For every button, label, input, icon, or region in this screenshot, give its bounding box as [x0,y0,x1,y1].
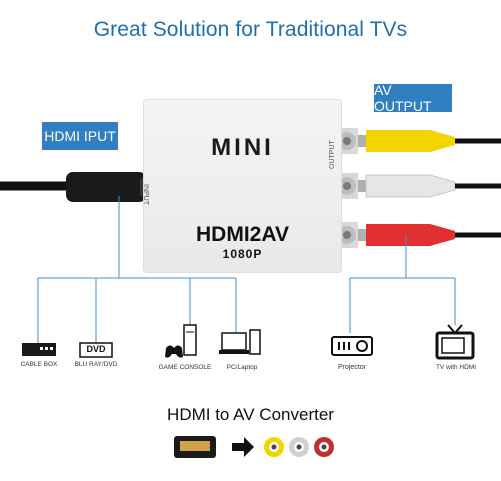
av-output-label: AV OUTPUT [374,82,452,114]
rca-yellow-icon [264,437,284,457]
input-connector-lines [37,196,237,343]
brand-text: MINI [211,134,274,161]
cable-box-icon [22,343,56,356]
dvd-label: BLU RAY/DVD [74,361,118,368]
pc-label: PC/Laptop [226,364,258,371]
input-side-label: INPUT [142,184,149,205]
arrow-right-icon [232,437,254,457]
cable-box-label: CABLE BOX [20,361,58,368]
tv-icon [435,324,475,360]
rca-white-icon [289,437,309,457]
output-connector-lines [349,235,456,333]
headline: Great Solution for Traditional TVs [93,18,408,41]
rca-cables-icon [358,130,501,246]
product-subtitle: HDMI to AV Converter [167,405,334,424]
converter-box: MINI INPUT OUTPUT HDMI2AV 1080P [142,99,342,273]
hdmi-connector-icon [174,436,216,458]
hdmi-plug-icon [66,172,146,202]
dvd-icon [79,342,113,358]
model-text: HDMI2AV [196,223,289,246]
pc-laptop-icon [219,329,261,355]
tv-label: TV with HDMI [435,364,477,371]
projector-icon [331,336,373,356]
hdmi-input-label: HDMI IPUT [42,122,118,150]
rca-red-icon [314,437,334,457]
resolution-text: 1080P [222,247,263,261]
game-console-icon [165,324,197,358]
projector-label: Projector [337,364,366,371]
dvd-badge-text: DVD [86,344,106,354]
output-side-label: OUTPUT [329,140,336,169]
game-console-label: GAME CONSOLE [158,364,212,371]
